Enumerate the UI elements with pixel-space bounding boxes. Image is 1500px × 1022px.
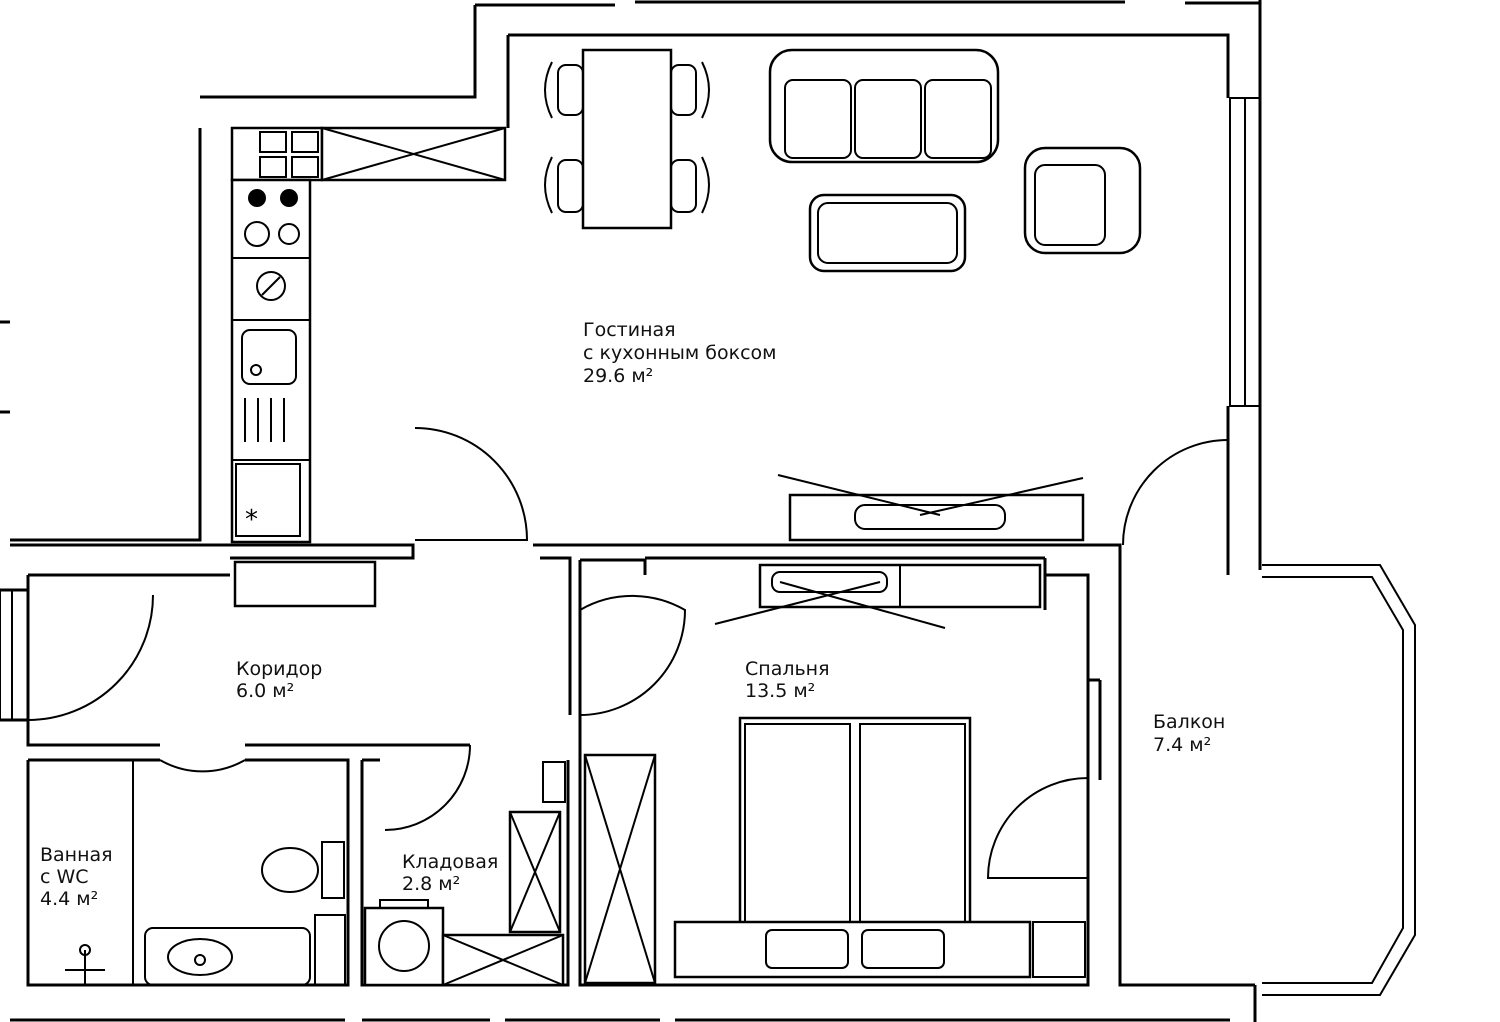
corridor-shelf xyxy=(233,560,377,608)
room-label-bedroom: Спальня 13.5 м² xyxy=(745,658,830,702)
room-area: 2.8 м² xyxy=(402,873,460,895)
kitchen-counter: * xyxy=(230,126,507,544)
sofa xyxy=(768,48,1000,164)
exterior-walls xyxy=(0,0,1416,1022)
room-area: 4.4 м² xyxy=(40,888,98,910)
room-label-line: Кладовая xyxy=(402,851,498,873)
dining-set xyxy=(544,48,710,230)
room-label-line: Спальня xyxy=(745,658,830,680)
room-label-balcony: Балкон 7.4 м² xyxy=(1153,711,1225,756)
doors xyxy=(27,427,1229,879)
room-label-line: с WC xyxy=(40,866,89,888)
bedroom-tv-unit xyxy=(714,563,1042,629)
room-label-line: Балкон xyxy=(1153,711,1225,733)
room-label-line: с кухонным боксом xyxy=(583,342,777,364)
room-label-line: Коридор xyxy=(236,658,322,680)
tv-unit-living xyxy=(777,474,1085,542)
room-label-corridor: Коридор 6.0 м² xyxy=(236,658,322,702)
room-area: 13.5 м² xyxy=(745,680,815,702)
room-area: 7.4 м² xyxy=(1153,734,1211,756)
armchair xyxy=(1023,146,1142,255)
room-label-bathroom: Ванная с WC 4.4 м² xyxy=(40,844,113,910)
room-area: 6.0 м² xyxy=(236,680,294,702)
double-bed xyxy=(673,716,1086,979)
room-label-line: Ванная xyxy=(40,844,113,866)
room-label-storage: Кладовая 2.8 м² xyxy=(402,851,498,895)
svg-text:*: * xyxy=(245,505,258,535)
room-label-line: Гостиная xyxy=(583,319,676,341)
coffee-table-inner xyxy=(817,202,958,264)
wardrobe xyxy=(583,753,657,985)
storage-fixtures xyxy=(363,761,566,987)
room-area: 29.6 м² xyxy=(583,365,653,387)
bathroom-fixtures xyxy=(65,841,346,986)
coffee-table xyxy=(808,193,967,273)
room-label-living: Гостиная с кухонным боксом 29.6 м² xyxy=(583,319,777,387)
